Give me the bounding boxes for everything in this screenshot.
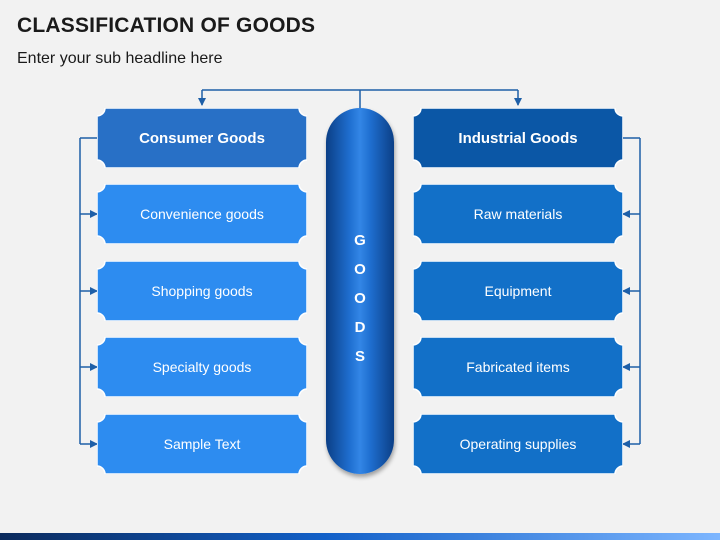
consumer-item-2: Shopping goods: [97, 261, 307, 321]
industrial-item-2-label: Equipment: [484, 283, 552, 299]
industrial-goods-header: Industrial Goods: [413, 108, 623, 168]
goods-letters: G O O D S: [326, 226, 394, 371]
industrial-item-4: Operating supplies: [413, 414, 623, 474]
card-shape: [97, 261, 307, 321]
page-title: CLASSIFICATION OF GOODS: [17, 14, 316, 37]
card-shape: [413, 108, 623, 168]
industrial-goods-header-label: Industrial Goods: [458, 129, 578, 147]
consumer-item-1-label: Convenience goods: [140, 206, 264, 222]
consumer-item-4-label: Sample Text: [163, 436, 241, 452]
goods-letter: O: [354, 290, 366, 307]
goods-letter: G: [354, 232, 366, 249]
goods-letter: D: [354, 319, 366, 336]
consumer-goods-header-label: Consumer Goods: [139, 129, 265, 147]
card-shape: [97, 184, 307, 244]
right-bracket: [622, 137, 641, 448]
industrial-item-3: Fabricated items: [413, 337, 623, 397]
industrial-item-3-label: Fabricated items: [466, 359, 570, 375]
card-shape: [97, 108, 307, 168]
consumer-goods-header: Consumer Goods: [97, 108, 307, 168]
industrial-item-4-label: Operating supplies: [459, 436, 577, 452]
consumer-item-4: Sample Text: [97, 414, 307, 474]
consumer-item-3-label: Specialty goods: [152, 359, 252, 375]
consumer-item-1: Convenience goods: [97, 184, 307, 244]
card-shape: [413, 414, 623, 474]
goods-letter: O: [354, 261, 366, 278]
card-shape: [97, 337, 307, 397]
industrial-item-2: Equipment: [413, 261, 623, 321]
industrial-item-1: Raw materials: [413, 184, 623, 244]
card-shape: [413, 337, 623, 397]
page-subtitle: Enter your sub headline here: [17, 50, 223, 67]
card-shape: [413, 184, 623, 244]
consumer-item-2-label: Shopping goods: [151, 283, 253, 299]
consumer-item-3: Specialty goods: [97, 337, 307, 397]
card-shape: [97, 414, 307, 474]
goods-pill: G O O D S: [326, 108, 394, 474]
industrial-item-1-label: Raw materials: [473, 206, 563, 222]
bottom-accent-bar: [0, 533, 720, 540]
goods-letter: S: [354, 348, 365, 365]
left-bracket: [79, 137, 98, 448]
card-shape: [413, 261, 623, 321]
top-connector: [198, 89, 522, 108]
